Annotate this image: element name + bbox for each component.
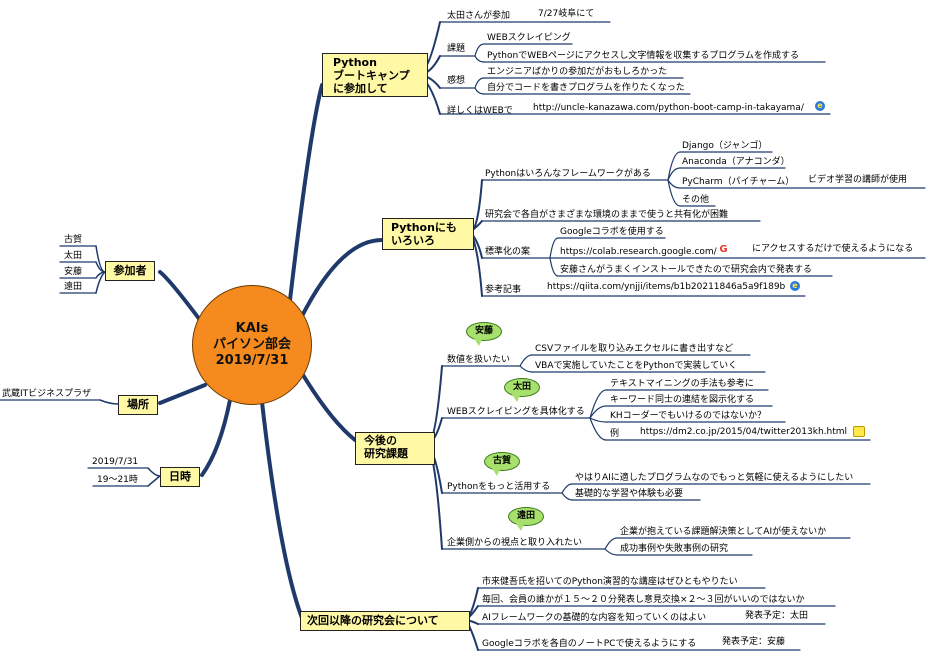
bootcamp-details[interactable]: 詳しくはWEBで <box>447 106 513 116</box>
memo-icon[interactable] <box>853 426 865 437</box>
next-item-4[interactable]: Googleコラボを各自のノートPCで使えるようにする <box>482 639 697 649</box>
std-install[interactable]: 安藤さんがうまくインストールできたので研究会内で発表する <box>560 265 812 275</box>
future-scraping-3[interactable]: KHコーダーでもいけるのではないか？ <box>610 411 766 421</box>
bootcamp-details-link[interactable]: http://uncle-kanazawa.com/python-boot-ca… <box>533 103 804 113</box>
standardization[interactable]: 標準化の案 <box>485 247 531 257</box>
topic-place[interactable]: 場所 <box>118 395 158 415</box>
bootcamp-impression[interactable]: 感想 <box>447 76 466 86</box>
future-company[interactable]: 企業側からの視点と取り入れたい <box>447 538 583 548</box>
framework-anaconda[interactable]: Anaconda（アナコンダ） <box>682 157 790 167</box>
reference[interactable]: 参考記事 <box>485 285 522 295</box>
place-value[interactable]: 武蔵ITビジネスプラザ <box>2 389 92 399</box>
bootcamp-topic[interactable]: 課題 <box>447 44 466 54</box>
tag-toda[interactable]: 遠田 <box>508 507 544 531</box>
central-topic-line2: パイソン部会 <box>212 337 291 352</box>
participant-name[interactable]: 遠田 <box>64 282 83 292</box>
tag-koga[interactable]: 古賀 <box>484 452 520 476</box>
framework-pycharm[interactable]: PyCharm（パイチャーム） <box>682 177 795 187</box>
future-more-python-1[interactable]: やはりAIに適したプログラムなのでもっと気軽に使えるようにしたい <box>575 473 854 483</box>
topic-future[interactable]: 今後の 研究課題 <box>355 432 435 465</box>
bootcamp-topic-2[interactable]: PythonでWEBページにアクセスし文字情報を収集するプログラムを作成する <box>487 51 800 61</box>
future-numbers[interactable]: 数値を扱いたい <box>447 355 511 365</box>
tag-ando[interactable]: 安藤 <box>466 322 502 346</box>
future-numbers-2[interactable]: VBAで実施していたことをPythonで実装していく <box>535 361 738 371</box>
next-item-4-note[interactable]: 発表予定：安藤 <box>722 637 786 647</box>
std-colab[interactable]: Googleコラボを使用する <box>560 227 664 237</box>
framework-pycharm-note[interactable]: ビデオ学習の講師が使用 <box>808 175 908 185</box>
google-icon[interactable]: G <box>719 244 728 255</box>
next-item-3-note[interactable]: 発表予定：太田 <box>745 611 809 621</box>
central-topic[interactable]: KAIs パイソン部会 2019/7/31 <box>192 285 312 405</box>
bootcamp-participant-note[interactable]: 7/27岐阜にて <box>538 9 595 19</box>
participant-name[interactable]: 太田 <box>64 251 83 261</box>
future-company-2[interactable]: 成功事例や失敗事例の研究 <box>620 544 729 554</box>
future-more-python-2[interactable]: 基礎的な学習や体験も必要 <box>575 489 684 499</box>
ie-icon[interactable]: e <box>815 101 825 111</box>
topic-python-various[interactable]: Pythonにも いろいろ <box>382 218 474 250</box>
topic-python-various-line1: Pythonにも <box>391 221 457 234</box>
future-scraping-1[interactable]: テキストマイニングの手法も参考に <box>610 379 754 389</box>
next-item-3[interactable]: AIフレームワークの基礎的な内容を知っていくのはよい <box>482 613 707 623</box>
future-more-python[interactable]: Pythonをもっと活用する <box>447 482 551 492</box>
topic-bootcamp-line3: に参加して <box>333 82 388 95</box>
topic-bootcamp[interactable]: Python ブートキャンプ に参加して <box>322 53 428 97</box>
participant-name[interactable]: 安藤 <box>64 267 83 277</box>
std-colab-link[interactable]: https://colab.research.google.com/ <box>560 247 717 257</box>
participant-name[interactable]: 古賀 <box>64 235 83 245</box>
topic-bootcamp-line2: ブートキャンプ <box>333 69 410 82</box>
ie-icon[interactable]: e <box>790 281 800 291</box>
topic-datetime[interactable]: 日時 <box>160 467 200 487</box>
topic-bootcamp-line1: Python <box>333 56 377 69</box>
topic-future-line1: 今後の <box>364 434 397 447</box>
framework-other[interactable]: その他 <box>682 195 710 205</box>
environment-issue[interactable]: 研究会で各自がさまざまな環境のままで使うと共有化が困難 <box>485 210 729 220</box>
future-numbers-1[interactable]: CSVファイルを取り込みエクセルに書き出すなど <box>535 344 734 354</box>
future-scraping-2[interactable]: キーワード同士の連結を図示化する <box>610 395 755 405</box>
topic-next-sessions[interactable]: 次回以降の研究会について <box>300 611 470 631</box>
central-topic-line1: KAIs <box>235 321 269 336</box>
bootcamp-impression-1[interactable]: エンジニアばかりの参加だがおもしろかった <box>487 67 668 77</box>
datetime-time[interactable]: 19～21時 <box>97 475 138 485</box>
bootcamp-participant[interactable]: 太田さんが参加 <box>447 11 511 21</box>
reference-link[interactable]: https://qiita.com/ynjji/items/b1b2021184… <box>547 282 786 292</box>
framework-django[interactable]: Django（ジャンゴ） <box>682 141 768 151</box>
frameworks[interactable]: Pythonはいろんなフレームワークがある <box>485 169 651 179</box>
bootcamp-impression-2[interactable]: 自分でコードを書きプログラムを作りたくなった <box>487 83 685 93</box>
central-topic-line3: 2019/7/31 <box>215 353 289 368</box>
std-colab-note[interactable]: にアクセスするだけで使えるようになる <box>752 244 914 254</box>
topic-future-line2: 研究課題 <box>364 447 408 460</box>
topic-python-various-line2: いろいろ <box>391 234 435 247</box>
datetime-date[interactable]: 2019/7/31 <box>92 457 139 467</box>
next-item-1[interactable]: 市来健吾氏を招いてのPython演習的な講座はぜひともやりたい <box>482 577 738 587</box>
future-company-1[interactable]: 企業が抱えている課題解決策としてAIが使えないか <box>620 527 827 537</box>
future-scraping-4[interactable]: 例 <box>610 429 620 439</box>
bootcamp-topic-1[interactable]: WEBスクレイピング <box>487 33 571 43</box>
future-scraping-link[interactable]: https://dm2.co.jp/2015/04/twitter2013kh.… <box>640 427 848 437</box>
next-item-2[interactable]: 毎回、会員の誰かが１５～２０分発表し意見交換×２～３回がいいのではないか <box>482 595 805 605</box>
topic-participants[interactable]: 参加者 <box>105 261 155 281</box>
future-scraping[interactable]: WEBスクレイピングを具体化する <box>447 407 585 417</box>
tag-ota[interactable]: 太田 <box>504 378 540 402</box>
